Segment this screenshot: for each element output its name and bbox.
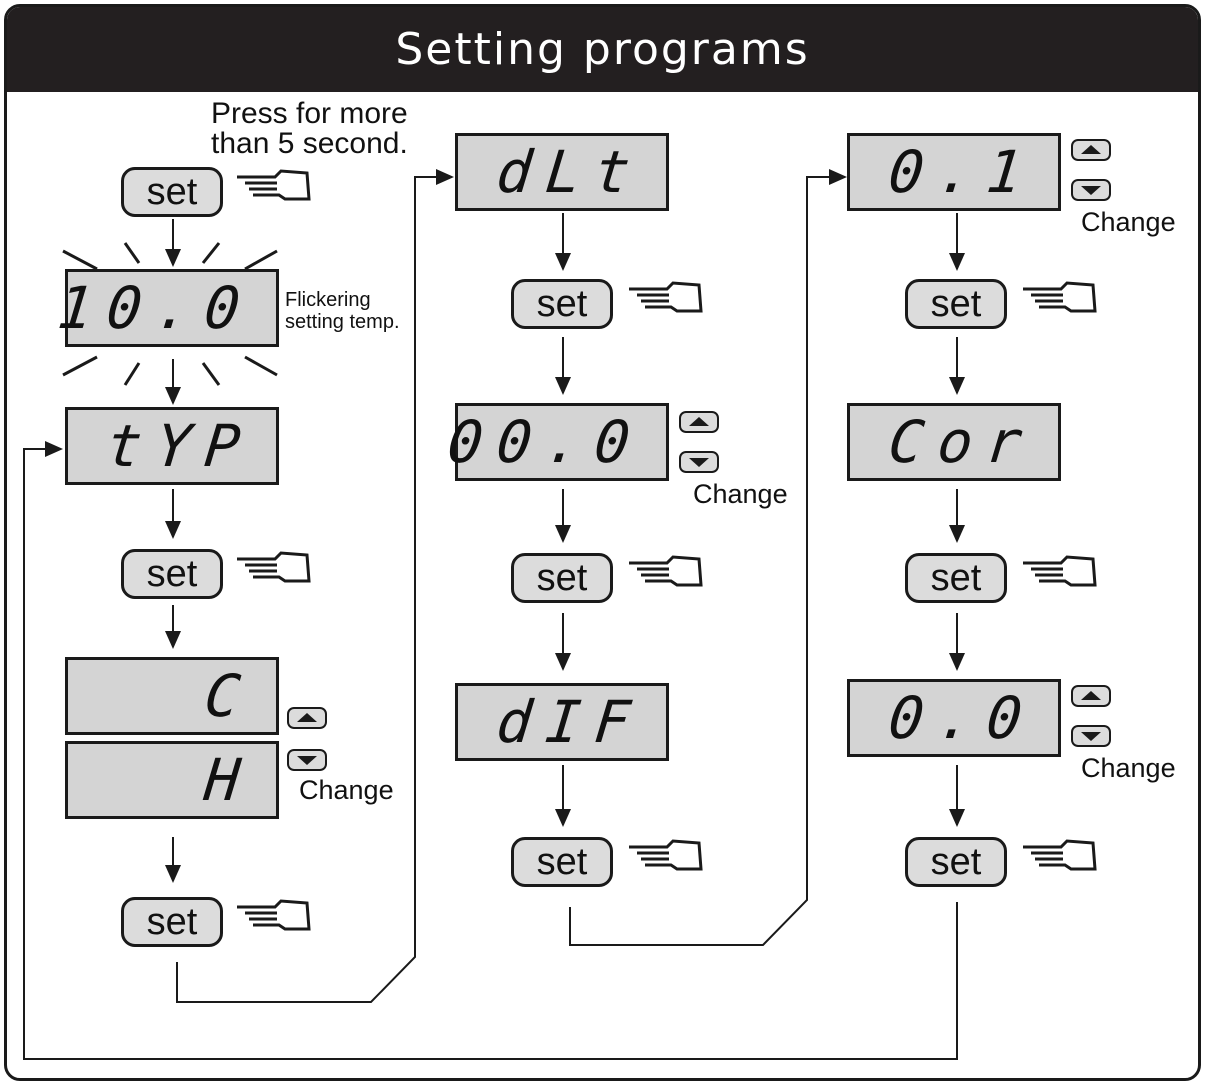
- hand-pointer-icon: [237, 899, 311, 931]
- hand-pointer-icon: [237, 551, 311, 583]
- change-label: Change: [299, 775, 394, 805]
- set-button[interactable]: set: [905, 553, 1007, 603]
- change-label: Change: [1081, 753, 1176, 783]
- set-button[interactable]: set: [511, 279, 613, 329]
- down-arrow-icon[interactable]: [679, 451, 719, 473]
- hand-pointer-icon: [1023, 555, 1097, 587]
- down-arrow-icon[interactable]: [1071, 179, 1111, 201]
- hand-pointer-icon: [629, 281, 703, 313]
- flow-connectors: [23, 169, 965, 1060]
- display-h: H: [65, 741, 279, 819]
- display-dif: dIF: [455, 683, 669, 761]
- set-button[interactable]: set: [121, 549, 223, 599]
- flicker-rays: [62, 242, 278, 386]
- display-dlt: dLt: [455, 133, 669, 211]
- display-cor-value: 0.0: [847, 679, 1061, 757]
- set-button[interactable]: set: [511, 837, 613, 887]
- flicker-note-line-2: setting temp.: [285, 311, 400, 333]
- change-label: Change: [693, 479, 788, 509]
- flow-arrows: [23, 169, 965, 1060]
- hand-pointer-icon: [629, 555, 703, 587]
- up-arrow-icon[interactable]: [287, 707, 327, 729]
- hand-pointer-icon: [237, 169, 311, 201]
- instruction-line-1: Press for more: [211, 97, 408, 130]
- up-arrow-icon[interactable]: [679, 411, 719, 433]
- flicker-note-line-1: Flickering: [285, 289, 371, 311]
- hand-pointer-icon: [1023, 281, 1097, 313]
- change-label: Change: [1081, 207, 1176, 237]
- set-button[interactable]: set: [905, 837, 1007, 887]
- set-button[interactable]: set: [121, 167, 223, 217]
- display-flicker-temp: 10.0: [55, 269, 279, 347]
- up-arrow-icon[interactable]: [1071, 685, 1111, 707]
- display-c: C: [65, 657, 279, 735]
- set-button[interactable]: set: [121, 897, 223, 947]
- down-arrow-icon[interactable]: [287, 749, 327, 771]
- hand-pointer-icon: [1023, 839, 1097, 871]
- display-cor: Cor: [847, 403, 1061, 481]
- set-button[interactable]: set: [905, 279, 1007, 329]
- header-bar: Setting programs: [7, 7, 1198, 92]
- display-typ: tYP: [65, 407, 279, 485]
- hand-pointer-icon: [629, 839, 703, 871]
- instruction-line-2: than 5 second.: [211, 127, 408, 160]
- down-arrow-icon[interactable]: [1071, 725, 1111, 747]
- up-arrow-icon[interactable]: [1071, 139, 1111, 161]
- display-cor-step: 0.1: [847, 133, 1061, 211]
- flicker-note: Flickering setting temp.: [285, 289, 400, 333]
- page-title: Setting programs: [395, 24, 810, 75]
- instruction-text: Press for more than 5 second.: [211, 99, 408, 159]
- set-button[interactable]: set: [511, 553, 613, 603]
- display-dlt-value: 00.0: [445, 403, 669, 481]
- diagram-frame: Setting programs: [4, 4, 1201, 1081]
